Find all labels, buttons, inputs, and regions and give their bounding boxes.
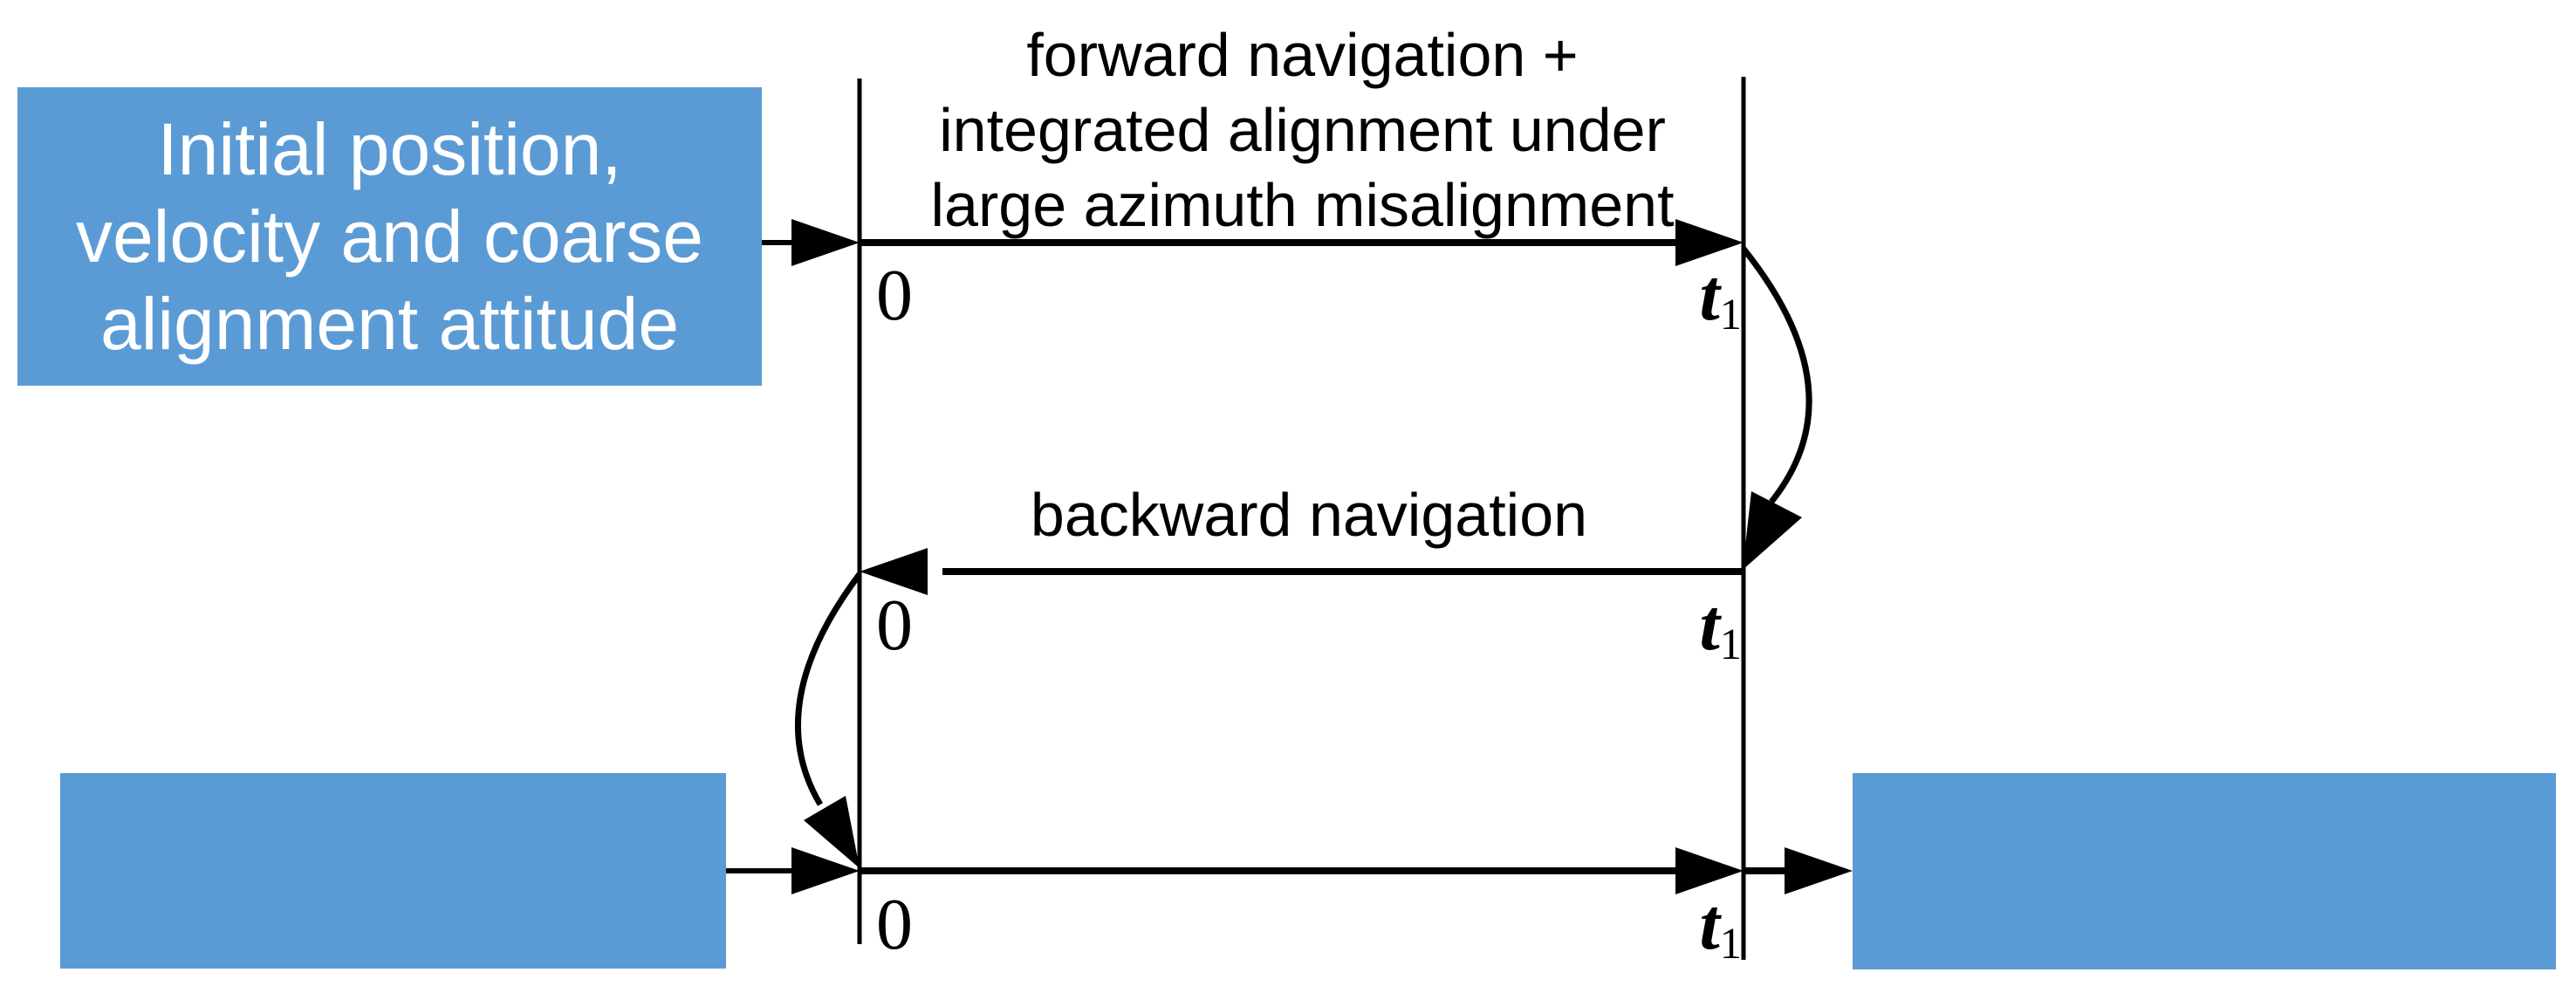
t1-base: t — [1699, 255, 1720, 336]
t1-subscript: 1 — [1719, 620, 1742, 669]
initial-state-box-caption: Initial position, velocity and coarse al… — [17, 87, 762, 386]
initial-caption-line-3: alignment attitude — [99, 283, 680, 365]
forward-caption-line-1: forward navigation + — [1026, 21, 1579, 89]
right-curve-arrowhead — [1743, 491, 1802, 570]
forward-caption-line-3: large azimuth misalignment — [930, 171, 1675, 239]
initial-box-feeder-arrowhead — [791, 219, 860, 266]
forward-arrow-caption: forward navigation + integrated alignmen… — [903, 17, 1702, 243]
backward-end-tick-zero: 0 — [876, 585, 913, 666]
initial-state-box — [17, 87, 762, 386]
backward-start-tick-t1: t1 — [1588, 589, 1742, 681]
bottom-start-tick-zero: 0 — [876, 884, 913, 965]
bottom-left-box — [60, 773, 726, 969]
backward-arrowhead — [860, 548, 928, 595]
forward-start-tick-zero: 0 — [876, 255, 913, 336]
forward-end-tick-t1: t1 — [1588, 259, 1742, 351]
t1-subscript: 1 — [1719, 919, 1742, 969]
left-curve-arrowhead — [804, 796, 860, 868]
bottom-right-box — [1853, 773, 2556, 969]
bottom-right-exit-arrowhead — [1785, 847, 1853, 894]
initial-caption-line-1: Initial position, — [157, 108, 622, 190]
t1-base: t — [1699, 585, 1720, 666]
initial-caption-line-2: velocity and coarse — [75, 195, 704, 277]
left-curve-connector — [794, 572, 862, 806]
right-curve-connector — [1741, 246, 1812, 504]
forward-caption-line-2: integrated alignment under — [939, 96, 1666, 164]
bottom-arrowhead — [1675, 847, 1744, 894]
forward-arrowhead — [1675, 219, 1744, 266]
bottom-end-tick-t1: t1 — [1588, 888, 1742, 980]
backward-arrow-caption: backward navigation — [1030, 481, 1588, 549]
t1-subscript: 1 — [1719, 290, 1742, 339]
bottom-left-feeder-arrowhead — [791, 847, 860, 894]
t1-base: t — [1699, 884, 1720, 965]
